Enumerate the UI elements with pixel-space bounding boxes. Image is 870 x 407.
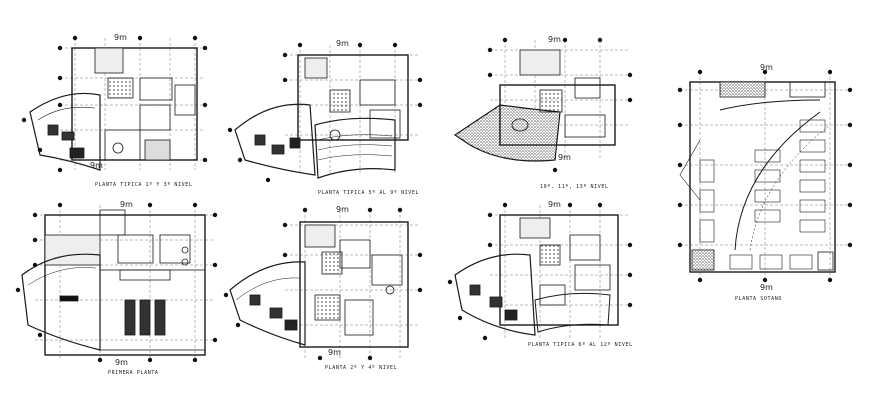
plan-7-dim-top: 9m xyxy=(548,200,561,209)
plan-1-label: PLANTA TIPICA 1º Y 3º NIVEL xyxy=(95,182,192,188)
plan-4-dim-top: 9m xyxy=(760,63,773,72)
parking-stalls xyxy=(699,119,826,270)
plan-5-dim-top: 9m xyxy=(120,200,133,209)
grid-bubbles xyxy=(15,202,218,363)
plan-2-dim-top: 9m xyxy=(336,39,349,48)
plan-1-dim-bottom: 9m xyxy=(90,161,103,170)
plan-5-label: PRIMERA PLANTA xyxy=(108,370,159,376)
plan-1-dim-top: 9m xyxy=(114,33,127,42)
plan-3-label: 10º, 11º, 13º NIVEL xyxy=(540,184,609,190)
floor-plan-1 xyxy=(21,35,208,173)
plan-6-dim-top: 9m xyxy=(336,205,349,214)
grid-bubbles xyxy=(487,37,633,173)
floor-plan-2 xyxy=(227,42,423,183)
floor-plan-6 xyxy=(223,207,423,361)
plan-2-label: PLANTA TIPICA 5º AL 9º NIVEL xyxy=(318,190,419,196)
plan-6-dim-bottom: 9m xyxy=(328,348,341,357)
floor-plan-7 xyxy=(447,202,633,341)
grid-bubbles xyxy=(223,207,423,361)
floor-plan-3 xyxy=(453,37,633,173)
grid-bubbles xyxy=(21,35,208,173)
plan-3-dim-top: 9m xyxy=(548,35,561,44)
grid-bubbles xyxy=(447,202,633,341)
plan-3-dim-bottom: 9m xyxy=(558,153,571,162)
floor-plan-4 xyxy=(677,69,853,283)
floor-plan-5 xyxy=(15,202,218,363)
plan-5-dim-bottom: 9m xyxy=(115,358,128,367)
plan-4-label: PLANTA SOTANO xyxy=(735,296,782,302)
plan-7-label: PLANTA TIPICA 6º AL 12º NIVEL xyxy=(528,342,633,348)
grid-bubbles xyxy=(677,69,853,283)
grid-bubbles xyxy=(227,42,423,183)
plan-6-label: PLANTA 2º Y 4º NIVEL xyxy=(325,365,397,371)
grid-lines xyxy=(680,72,850,280)
plan-4-dim-bottom: 9m xyxy=(760,283,773,292)
